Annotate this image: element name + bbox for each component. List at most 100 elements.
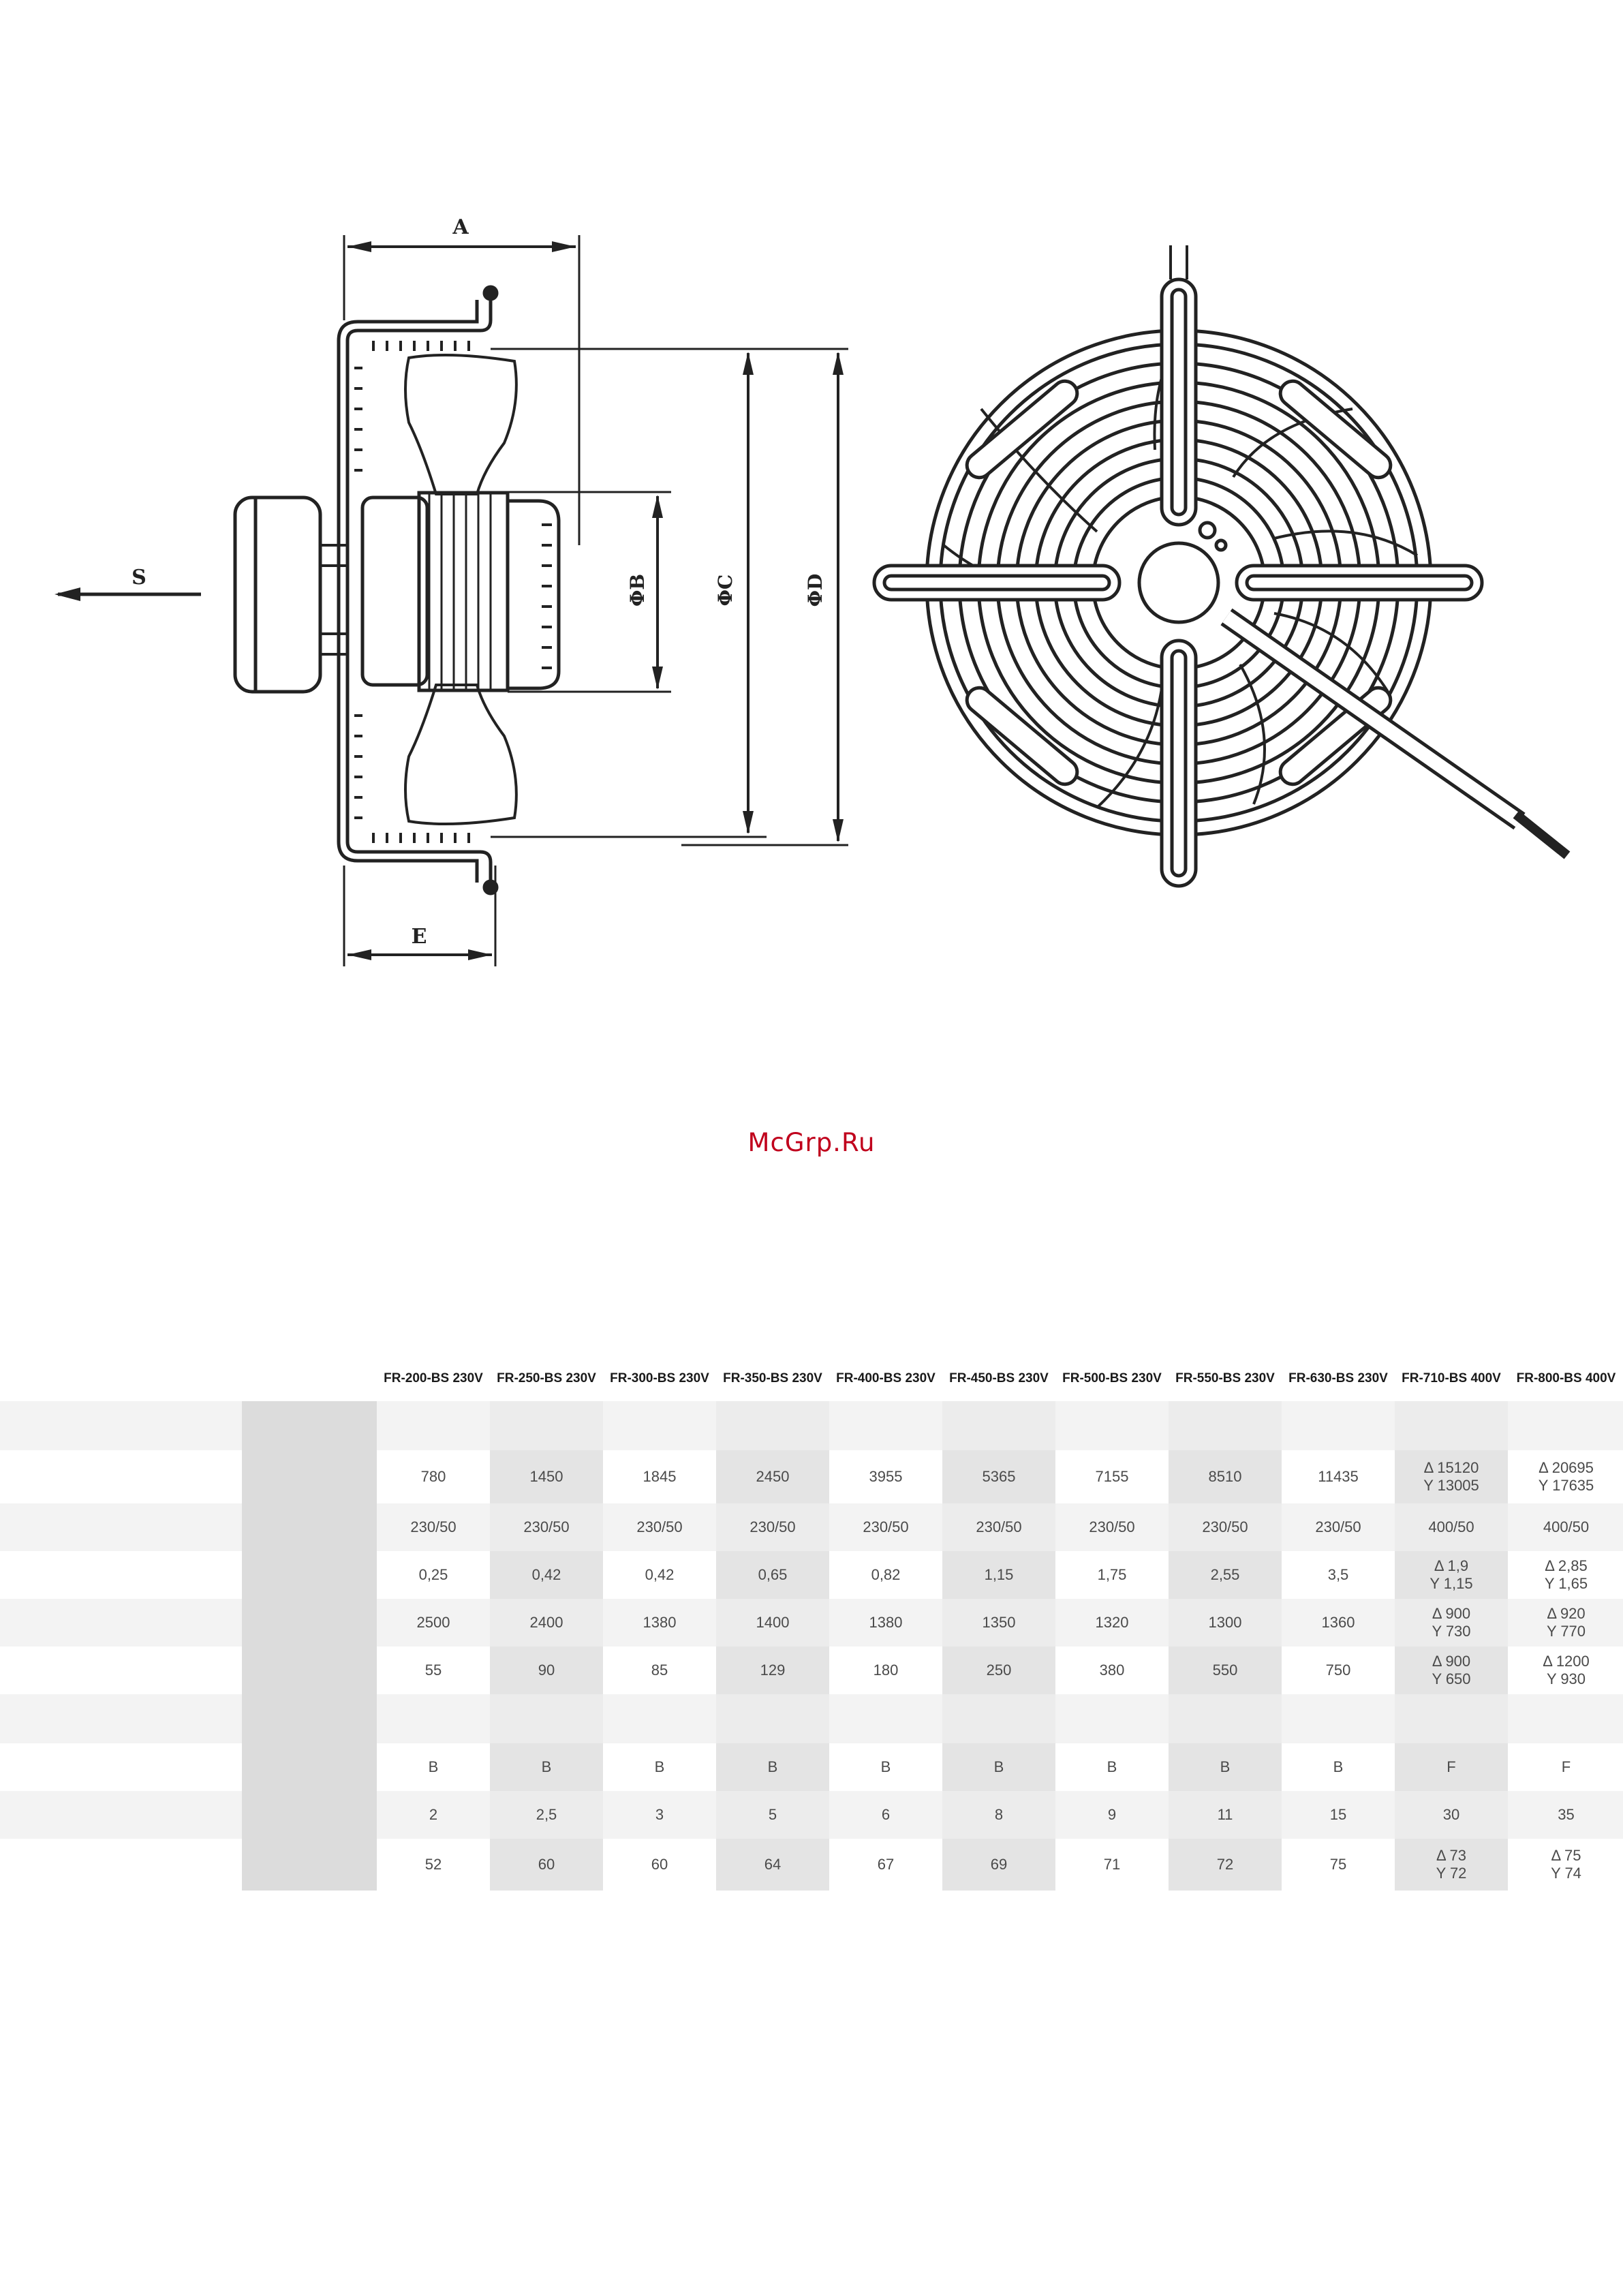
row-label-cell [0, 1694, 242, 1743]
spec-value: 250 [986, 1662, 1012, 1679]
row-header-cell [242, 1743, 377, 1791]
spec-cell: 230/50 [490, 1503, 603, 1551]
spec-cell: 7155 [1055, 1450, 1169, 1503]
model-header: FR-400-BS 230V [836, 1371, 936, 1386]
spec-value: 3955 [869, 1468, 903, 1485]
spec-value: 380 [1099, 1662, 1125, 1679]
spec-cell: 230/50 [942, 1503, 1055, 1551]
spec-cell [1055, 1694, 1169, 1743]
spec-value: 1380 [643, 1614, 677, 1631]
spec-cell: 0,25 [377, 1551, 490, 1599]
spec-value: F [1561, 1758, 1571, 1775]
spec-value: Δ 15120 Y 13005 [1423, 1459, 1479, 1494]
spec-value: 1400 [756, 1614, 790, 1631]
spec-cell [1169, 1401, 1282, 1450]
spec-cell: B [829, 1743, 942, 1791]
spec-cell: 5365 [942, 1450, 1055, 1503]
spec-cell: 129 [716, 1647, 829, 1694]
spec-value: 1,75 [1097, 1566, 1127, 1583]
spec-cell: 230/50 [377, 1503, 490, 1551]
spec-value: 400/50 [1428, 1518, 1474, 1535]
spec-cell [1508, 1694, 1623, 1743]
spec-value: 230/50 [863, 1518, 909, 1535]
spec-value: Δ 920 Y 770 [1546, 1605, 1586, 1640]
spec-value: 0,42 [531, 1566, 561, 1583]
row-label-cell [0, 1839, 242, 1891]
header-spacer [0, 1356, 242, 1401]
spec-cell: 1450 [490, 1450, 603, 1503]
spec-value: 2400 [529, 1614, 563, 1631]
spec-cell: 15 [1282, 1791, 1395, 1839]
spec-value: 550 [1212, 1662, 1238, 1679]
spec-value: 1350 [982, 1614, 1016, 1631]
row-header-cell [242, 1450, 377, 1503]
spec-cell: Δ 1,9 Y 1,15 [1395, 1551, 1508, 1599]
row-header-cell [242, 1839, 377, 1891]
spec-cell: Δ 900 Y 650 [1395, 1647, 1508, 1694]
spec-cell: 1350 [942, 1599, 1055, 1647]
spec-value: 230/50 [1315, 1518, 1361, 1535]
spec-cell: 1380 [603, 1599, 716, 1647]
spec-cell: 1380 [829, 1599, 942, 1647]
spec-cell: 230/50 [829, 1503, 942, 1551]
spec-value: 30 [1442, 1806, 1460, 1823]
spec-cell: B [942, 1743, 1055, 1791]
spec-cell [1169, 1694, 1282, 1743]
spec-cell: 52 [377, 1839, 490, 1891]
spec-cell: 3 [603, 1791, 716, 1839]
spec-cell: Δ 2,85 Y 1,65 [1508, 1551, 1623, 1599]
spec-cell [603, 1401, 716, 1450]
spec-cell: 400/50 [1508, 1503, 1623, 1551]
spec-cell: 69 [942, 1839, 1055, 1891]
spec-cell: 67 [829, 1839, 942, 1891]
spec-cell: B [1169, 1743, 1282, 1791]
spec-value: 1845 [643, 1468, 677, 1485]
front-view [872, 245, 1571, 888]
spec-cell: 0,42 [490, 1551, 603, 1599]
spec-value: 230/50 [976, 1518, 1022, 1535]
watermark: McGrp.Ru [747, 1128, 876, 1157]
spec-value: 0,65 [758, 1566, 788, 1583]
spec-cell: 2 [377, 1791, 490, 1839]
spec-value: Δ 900 Y 730 [1432, 1605, 1471, 1640]
spec-cell: 550 [1169, 1647, 1282, 1694]
row-label-cell [0, 1599, 242, 1647]
spec-value: 69 [990, 1856, 1008, 1873]
spec-cell: 0,65 [716, 1551, 829, 1599]
spec-value: 780 [420, 1468, 446, 1485]
spec-value: Δ 2,85 Y 1,65 [1544, 1557, 1588, 1592]
spec-cell: 2450 [716, 1450, 829, 1503]
spec-value: Δ 1200 Y 930 [1543, 1653, 1590, 1687]
spec-cell: 72 [1169, 1839, 1282, 1891]
row-header-cell [242, 1599, 377, 1647]
spec-cell [1282, 1694, 1395, 1743]
spec-value: 35 [1558, 1806, 1575, 1823]
spec-value: B [1107, 1758, 1117, 1775]
spec-cell: Δ 920 Y 770 [1508, 1599, 1623, 1647]
spec-value: B [767, 1758, 778, 1775]
spec-cell [942, 1694, 1055, 1743]
model-header: FR-300-BS 230V [610, 1371, 709, 1386]
spec-cell: 230/50 [1282, 1503, 1395, 1551]
spec-value: 2,55 [1210, 1566, 1240, 1583]
spec-cell [716, 1401, 829, 1450]
spec-cell: 3,5 [1282, 1551, 1395, 1599]
spec-cell: 1300 [1169, 1599, 1282, 1647]
spec-cell: 11 [1169, 1791, 1282, 1839]
spec-cell: 60 [490, 1839, 603, 1891]
spec-cell: 35 [1508, 1791, 1623, 1839]
spec-cell [716, 1694, 829, 1743]
model-header: FR-500-BS 230V [1062, 1371, 1162, 1386]
model-header-row: FR-200-BS 230V FR-250-BS 230V FR-300-BS … [0, 1356, 1623, 1401]
row-header-cell [242, 1503, 377, 1551]
spec-value: 1360 [1321, 1614, 1355, 1631]
model-header: FR-450-BS 230V [949, 1371, 1049, 1386]
spec-value: 0,42 [645, 1566, 675, 1583]
spec-value: 3,5 [1327, 1566, 1349, 1583]
dimension-label-e: E [412, 925, 427, 949]
spec-cell [942, 1401, 1055, 1450]
spec-cell: 400/50 [1395, 1503, 1508, 1551]
